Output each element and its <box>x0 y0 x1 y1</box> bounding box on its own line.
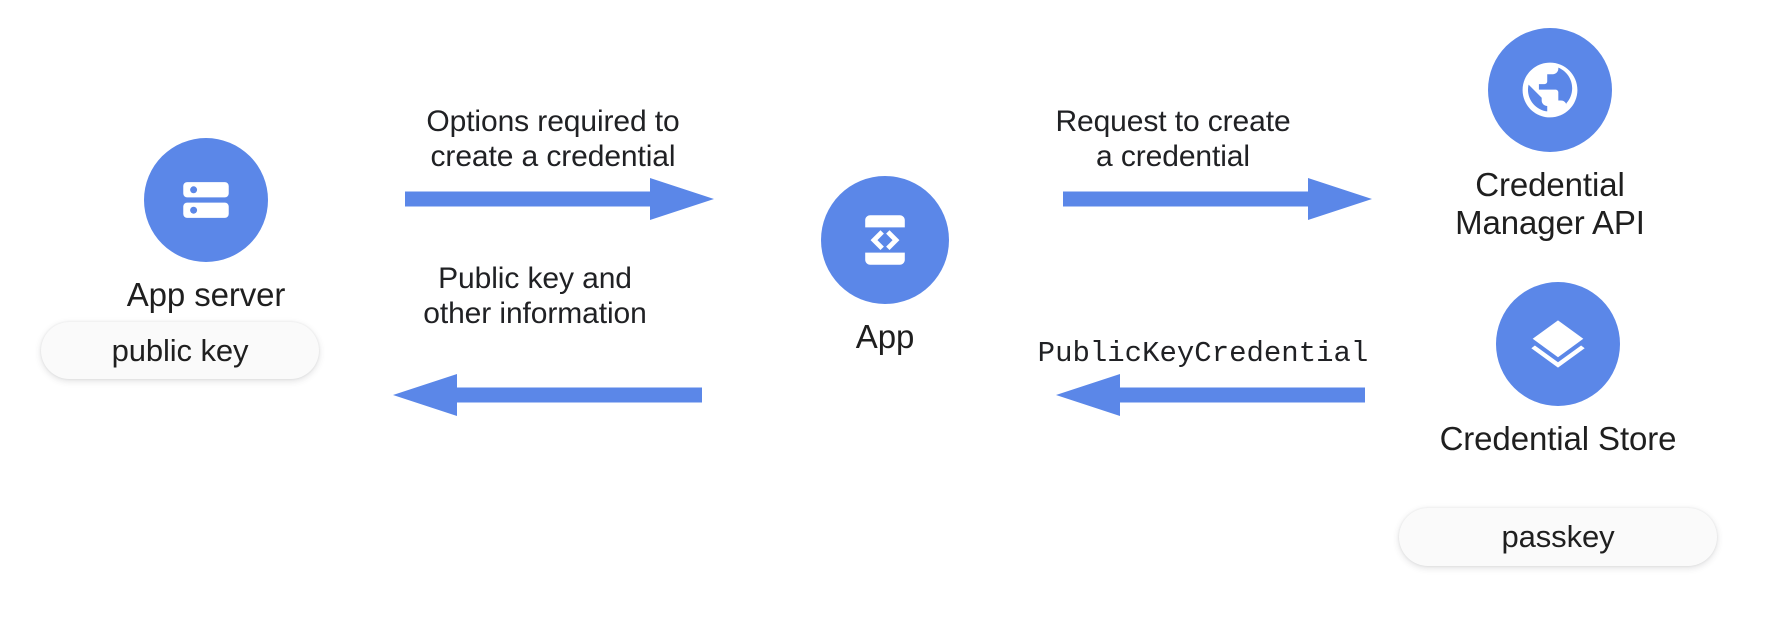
arrow-label-request-to-create-a-credential: Request to create a credential <box>1055 105 1291 173</box>
layers-icon <box>1496 282 1620 406</box>
node-label-credential-store: Credential Store <box>1439 420 1677 457</box>
chip-passkey: passkey <box>1399 508 1717 566</box>
chip-public-key: public key <box>41 322 319 379</box>
chip-public-key-label: public key <box>111 332 249 368</box>
arrow-request-to-create-a-credential <box>1063 178 1372 220</box>
node-label-app: App <box>855 318 915 355</box>
node-credential-manager-api: Credential Manager API <box>1430 28 1670 243</box>
globe-icon <box>1488 28 1612 152</box>
arrow-label-options-required: Options required to create a credential <box>426 105 680 173</box>
chip-passkey-label: passkey <box>1501 519 1615 554</box>
app-code-phone-icon <box>821 176 949 304</box>
server-icon <box>144 138 268 262</box>
node-label-app-server: App server <box>126 276 286 313</box>
arrow-label-public-key-and-other-information: Public key and other information <box>423 262 647 330</box>
arrow-public-key-credential <box>1056 374 1365 416</box>
node-app-server: App server <box>109 138 303 314</box>
arrow-label-public-key-credential: PublicKeyCredential <box>1037 337 1369 370</box>
arrow-public-key-and-other-information <box>393 374 702 416</box>
node-app: App <box>788 176 982 356</box>
arrow-options-required <box>405 178 714 220</box>
node-label-credential-manager-api: Credential Manager API <box>1455 166 1645 242</box>
node-credential-store: Credential Store <box>1438 282 1678 458</box>
